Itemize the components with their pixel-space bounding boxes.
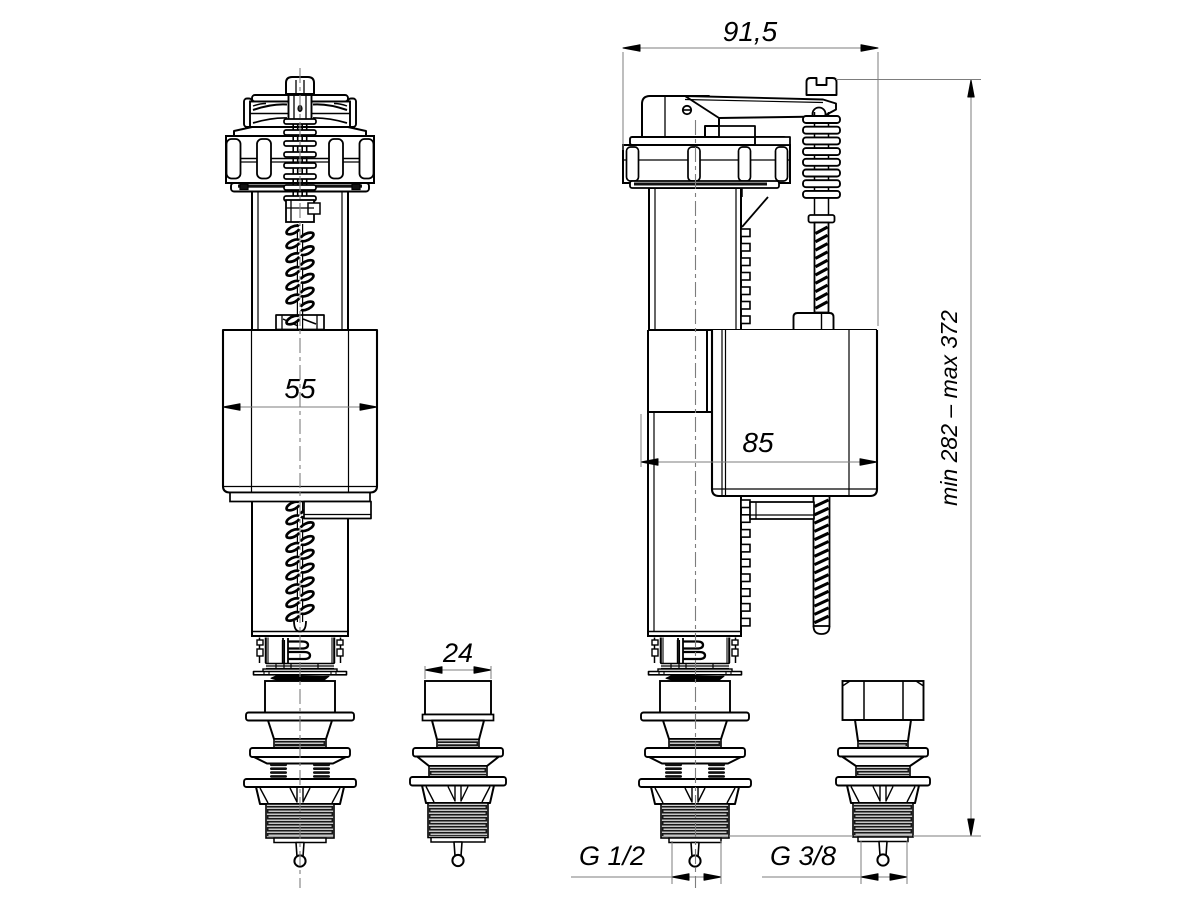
- svg-text:24: 24: [442, 638, 473, 668]
- svg-text:85: 85: [742, 427, 774, 458]
- svg-text:91,5: 91,5: [723, 16, 778, 47]
- svg-text:G 3/8: G 3/8: [770, 841, 836, 871]
- svg-text:G 1/2: G 1/2: [579, 841, 645, 871]
- svg-text:min 282 – max 372: min 282 – max 372: [936, 310, 962, 506]
